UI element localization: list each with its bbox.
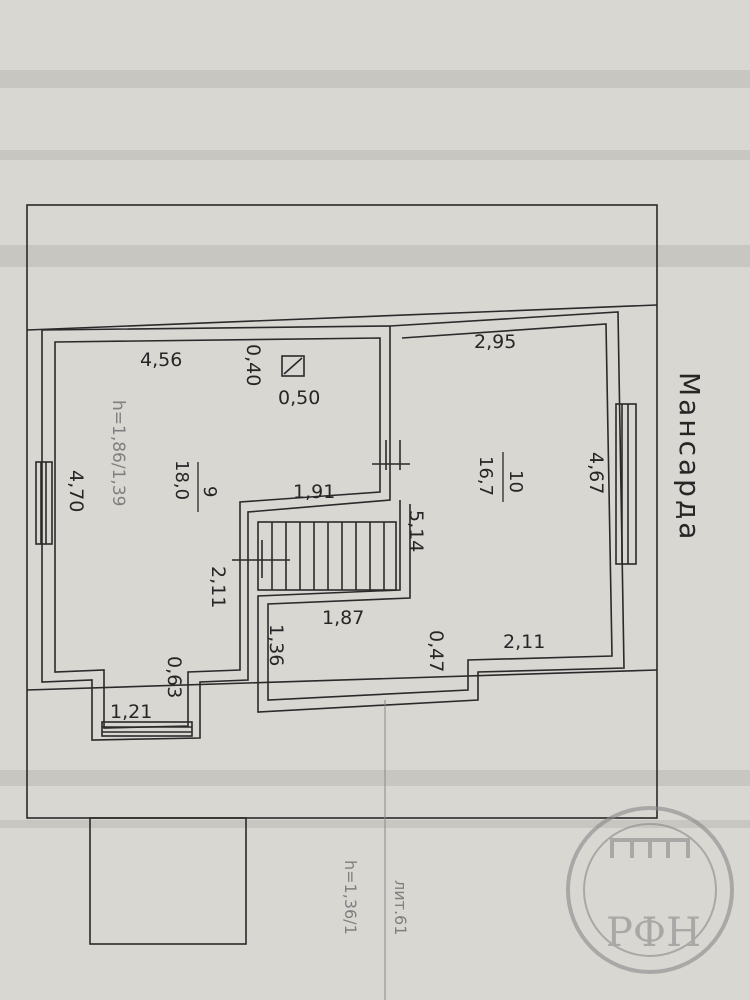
dim-4-70: 4,70 <box>65 470 87 512</box>
dim-2-11-right: 2,11 <box>503 631 545 653</box>
scan-streak <box>0 820 750 828</box>
dim-1-87: 1,87 <box>322 607 364 629</box>
roof-line <box>26 304 658 331</box>
dim-0-63: 0,63 <box>163 656 185 698</box>
floor-line <box>26 669 658 691</box>
scan-streak <box>0 150 750 160</box>
height-note-left: h=1,86/1,39 <box>108 400 128 506</box>
annex-rectangle <box>89 817 247 945</box>
outer-contour <box>26 204 658 819</box>
dim-1-91: 1,91 <box>293 481 335 503</box>
dim-0-47: 0,47 <box>425 630 447 672</box>
room-10-area: 16,7 <box>475 456 496 496</box>
stamp-watermark: РФН <box>566 806 734 974</box>
dim-5-14: 5,14 <box>405 510 427 552</box>
room-9-wall-inner <box>54 337 381 729</box>
room-10-wall-inner <box>267 323 613 701</box>
chimney-box <box>281 355 305 377</box>
floor-title: Мансарда <box>673 372 706 542</box>
chimney-diagonal <box>283 357 303 375</box>
stamp-text: РФН <box>606 910 701 956</box>
room-9-wall-outer <box>41 325 391 741</box>
dim-0-50: 0,50 <box>278 387 320 409</box>
scan-streak <box>0 770 750 786</box>
dim-4-56: 4,56 <box>140 349 182 371</box>
room-10-wall-outer <box>257 311 625 713</box>
dim-1-21: 1,21 <box>110 701 152 723</box>
height-note-bottom: h=1,36/1 <box>341 860 360 935</box>
room-9-number: 9 <box>199 486 220 497</box>
dim-2-95: 2,95 <box>474 331 516 353</box>
room-9-area: 18,0 <box>171 460 192 500</box>
dim-1-36: 1,36 <box>265 624 287 666</box>
bottom-window <box>101 721 193 737</box>
dim-4-67: 4,67 <box>585 452 607 494</box>
scan-streak <box>0 245 750 267</box>
room-10-number: 10 <box>505 470 526 493</box>
right-window <box>615 403 637 565</box>
left-window <box>35 461 53 545</box>
lit-note: лит.61 <box>391 880 410 935</box>
dim-2-11-left: 2,11 <box>207 566 229 608</box>
scan-streak <box>0 70 750 88</box>
stairs-outline <box>257 521 397 591</box>
dim-0-40: 0,40 <box>242 344 264 386</box>
